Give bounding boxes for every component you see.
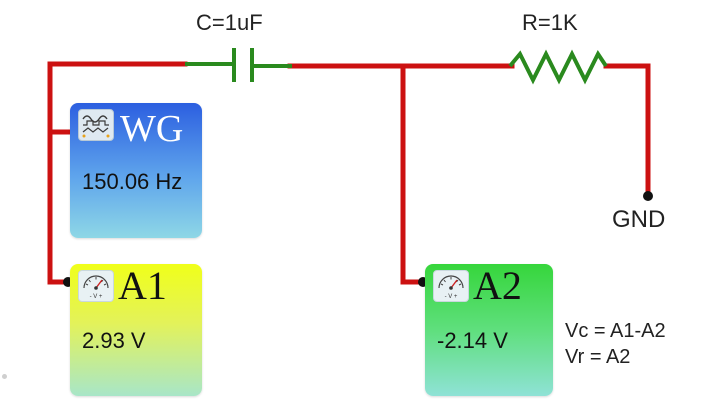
voltmeter-a2-title: A2 [473,263,522,308]
waveform-icon [78,109,114,141]
formula-vr: Vr = A2 [565,346,631,368]
gauge-scale-text: - V + [445,294,458,300]
resistor-symbol [508,49,608,85]
wave-generator-frequency: 150.06 Hz [82,169,183,194]
ground-label: GND [612,206,666,233]
capacitor-label: C=1uF [196,10,263,35]
resistor-label: R=1K [522,10,578,35]
wire-a2-branch [400,63,424,285]
formula-vc: Vc = A1-A2 [565,320,666,342]
scroll-indicator [2,374,7,379]
capacitor-symbol [185,48,292,82]
voltmeter-a2-module[interactable]: - V + A2 -2.14 V [425,264,553,396]
wire-left [47,61,188,285]
wire-gnd [603,63,651,199]
voltmeter-a1-module[interactable]: - V + A1 2.93 V [70,264,202,396]
wave-generator-module[interactable]: WG 150.06 Hz [70,103,202,238]
ground-node [643,191,653,201]
voltmeter-a2-value: -2.14 V [437,328,508,353]
gauge-scale-text: - V + [90,294,103,300]
voltmeter-a1-title: A1 [118,263,167,308]
gauge-icon: - V + [78,270,114,302]
voltmeter-a1-value: 2.93 V [82,328,146,353]
gauge-icon: - V + [433,270,469,302]
wave-generator-title: WG [120,108,184,150]
